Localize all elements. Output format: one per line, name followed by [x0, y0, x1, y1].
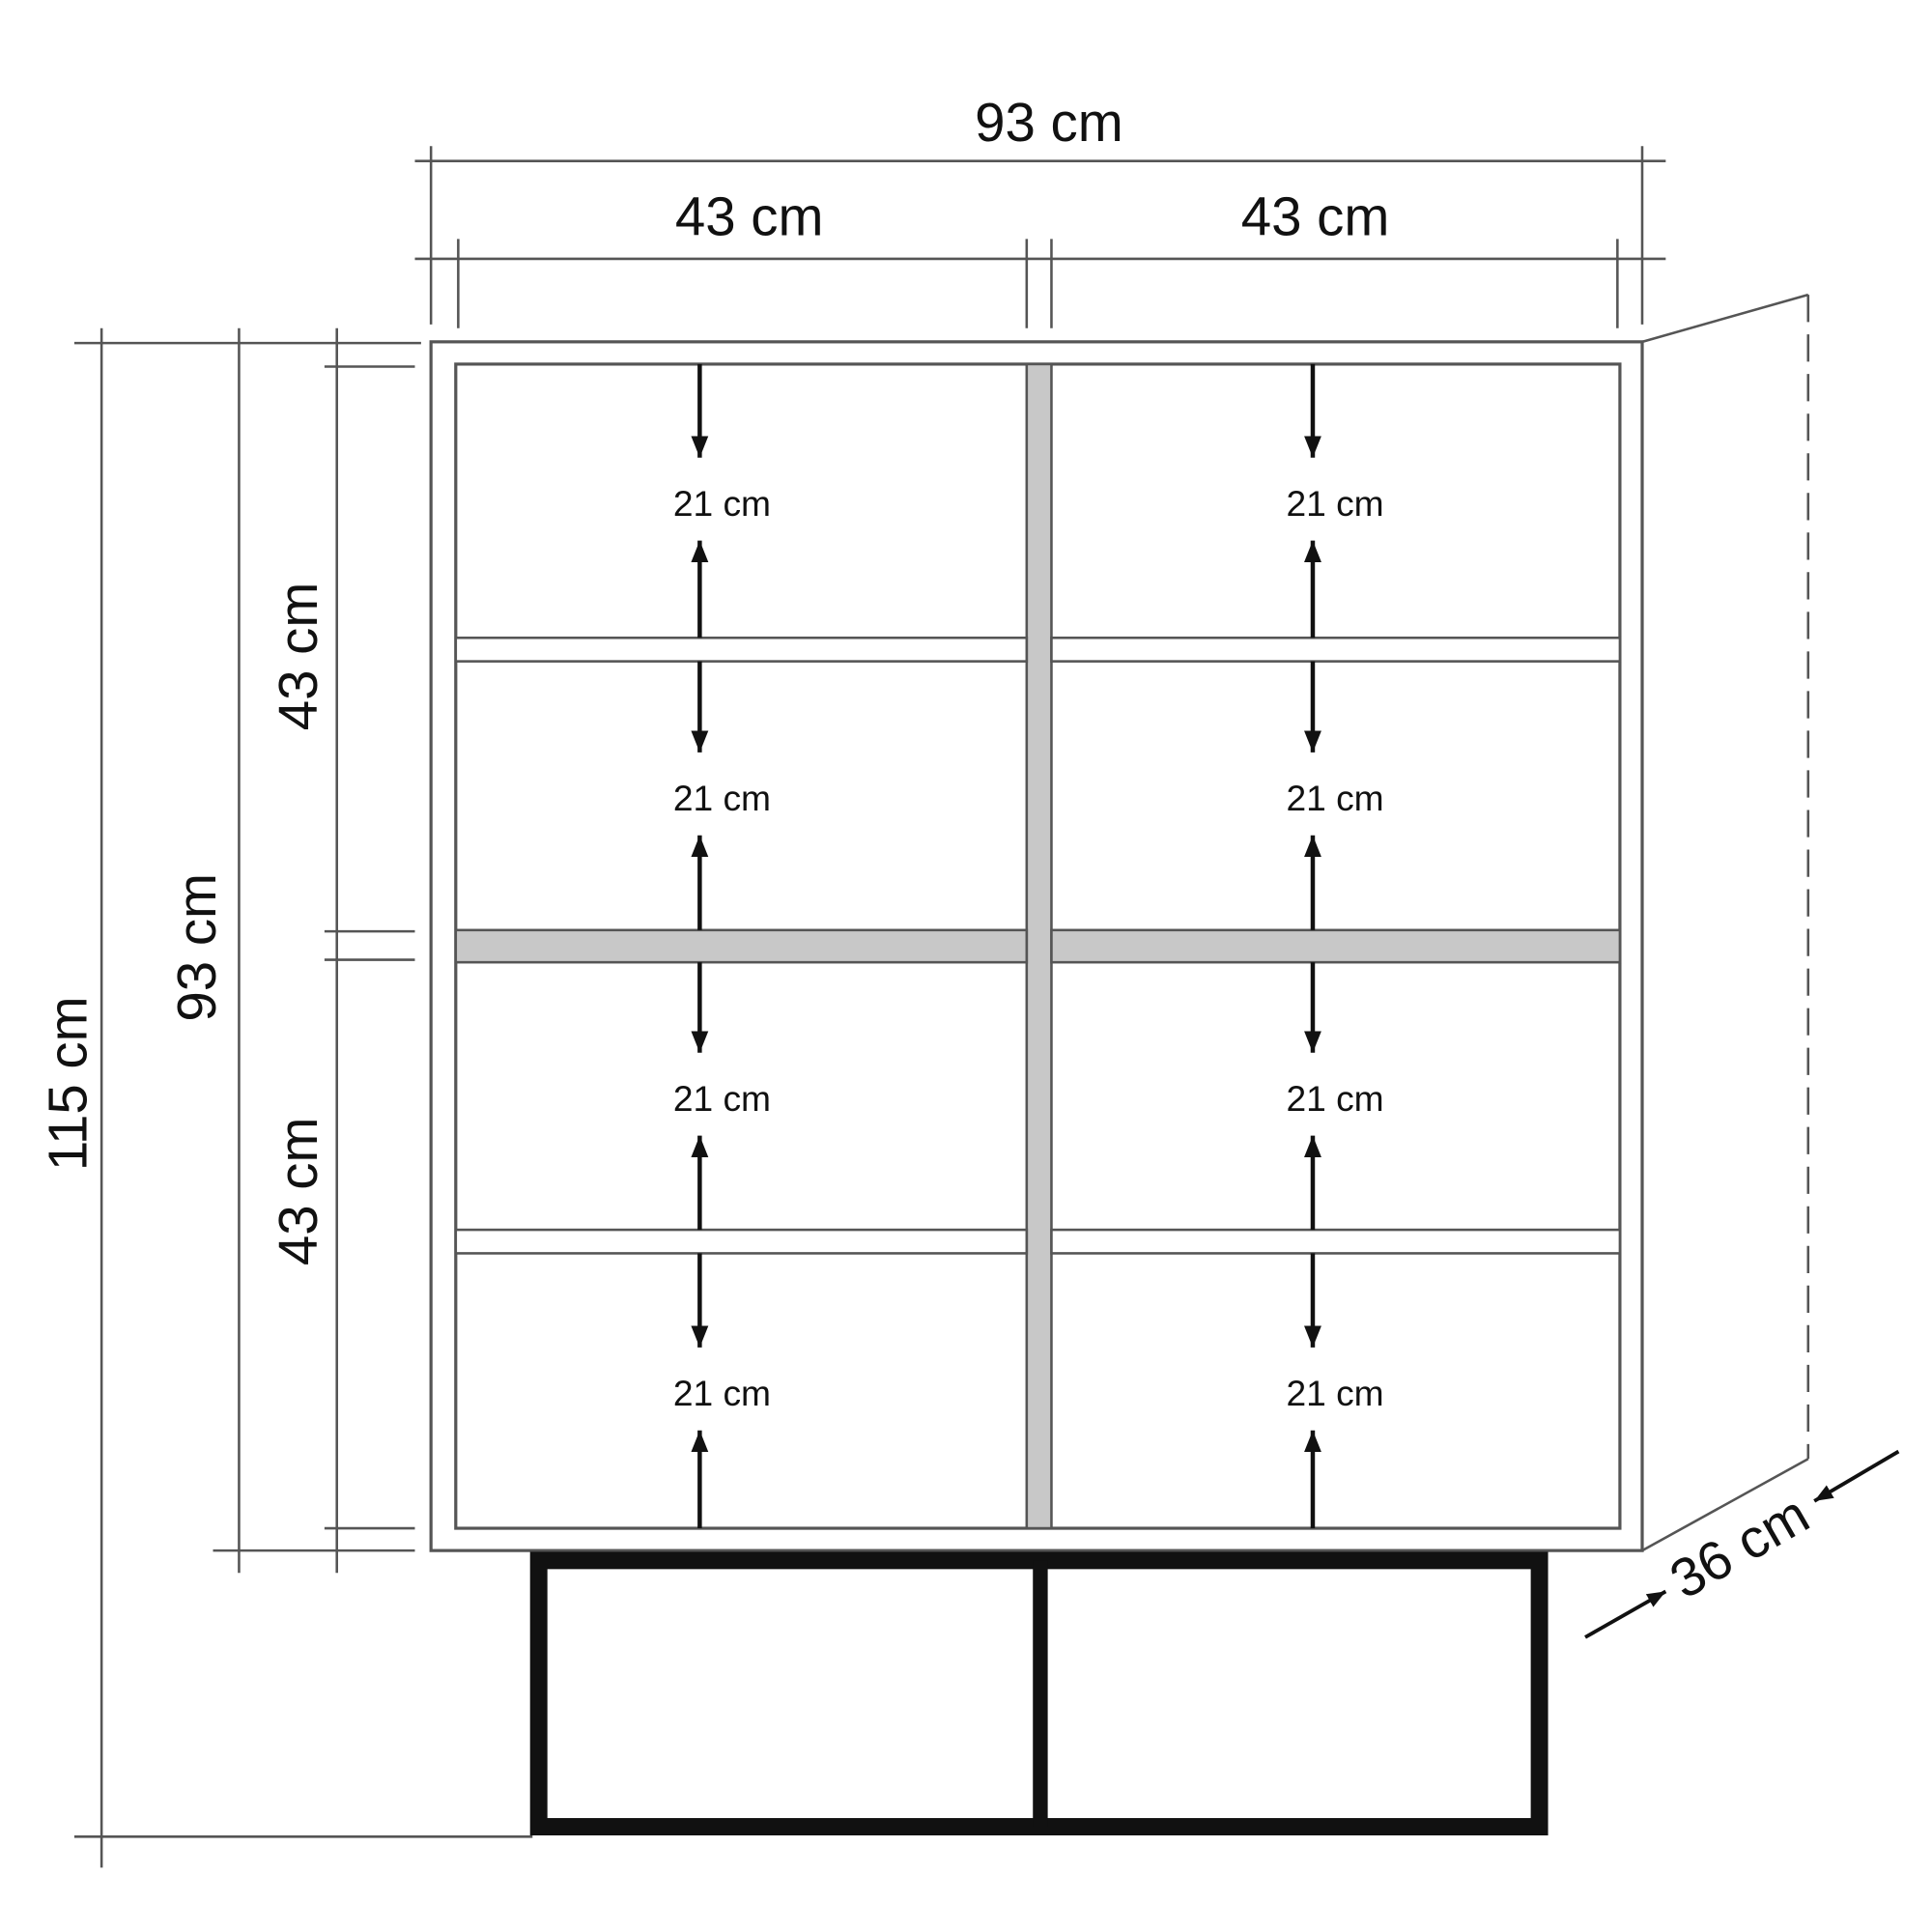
- shelf: [454, 1228, 1029, 1255]
- depth-dimension: [1584, 1449, 1900, 1639]
- compartment-height-label: 21 cm: [673, 1078, 771, 1119]
- shelf: [1050, 1228, 1622, 1255]
- metal-base: [529, 1551, 1548, 1836]
- lower-height-label: 43 cm: [268, 1118, 328, 1266]
- cabinet-body: [429, 340, 1644, 1552]
- compartment-height-label: 21 cm: [1286, 483, 1383, 524]
- compartment-height-label: 21 cm: [1286, 1373, 1383, 1413]
- center-divider: [1025, 362, 1053, 1530]
- middle-panel: [1050, 928, 1622, 964]
- upper-height-label: 43 cm: [268, 582, 328, 731]
- shelf: [454, 636, 1029, 663]
- total-width-label: 93 cm: [975, 92, 1123, 153]
- left-width-label: 43 cm: [675, 186, 824, 247]
- compartment-height-label: 21 cm: [1286, 778, 1383, 818]
- shelf: [1050, 636, 1622, 663]
- depth-label: 36 cm: [1660, 1483, 1819, 1609]
- right-width-label: 43 cm: [1241, 186, 1390, 247]
- cabinet-side-perspective: [1641, 293, 1810, 1552]
- total-height-label: 115 cm: [38, 996, 99, 1171]
- middle-panel: [454, 928, 1029, 964]
- compartment-height-label: 21 cm: [673, 483, 771, 524]
- height-dimension-lines: [73, 327, 533, 1868]
- compartment-height-label: 21 cm: [673, 778, 771, 818]
- compartment-height-label: 21 cm: [1286, 1078, 1383, 1119]
- width-dimension-lines: [414, 146, 1666, 328]
- compartment-height-label: 21 cm: [673, 1373, 771, 1413]
- cabinet-height-label: 93 cm: [166, 873, 227, 1022]
- compartment-dimensions: 21 cm 21 cm 21 cm 21 cm 21 cm 21 cm 21 cm 21 cm: [673, 363, 1384, 1529]
